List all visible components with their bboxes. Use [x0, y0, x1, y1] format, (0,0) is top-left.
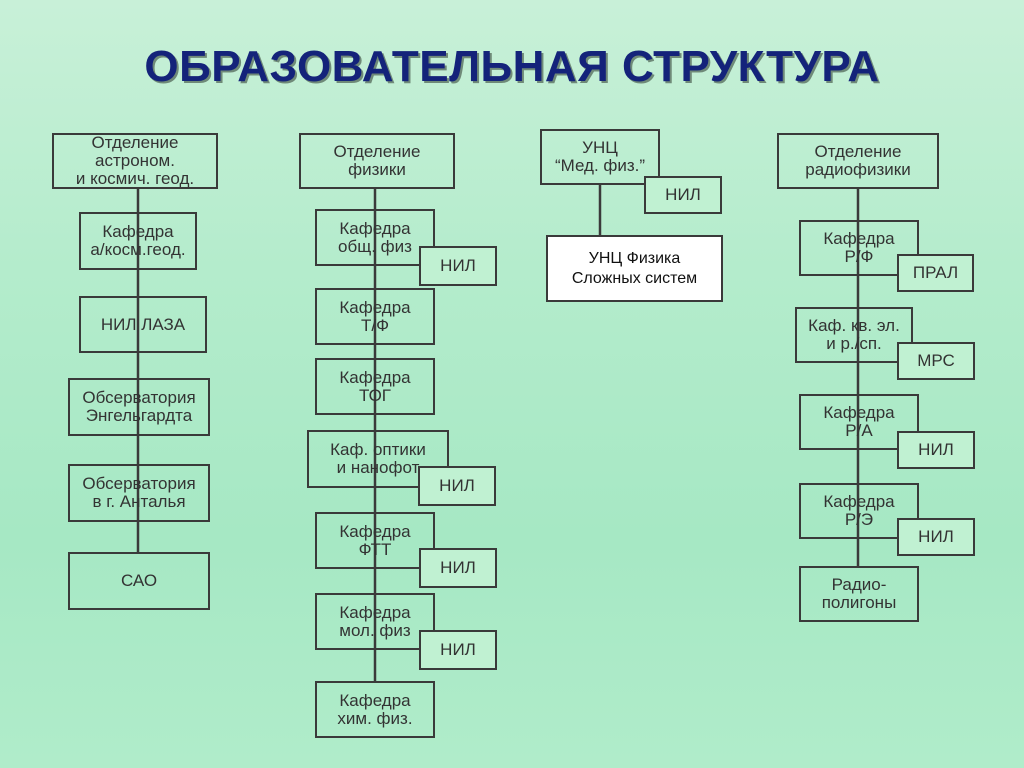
- radiophysics-side-2[interactable]: НИЛ: [897, 431, 975, 469]
- physics-nil-3[interactable]: НИЛ: [419, 630, 497, 670]
- physics-item-6[interactable]: Кафедра хим. физ.: [315, 681, 435, 738]
- physics-nil-2[interactable]: НИЛ: [419, 548, 497, 588]
- physics-item-2[interactable]: Кафедра ТОГ: [315, 358, 435, 415]
- astronomy-item-4[interactable]: САО: [68, 552, 210, 610]
- physics-nil-0[interactable]: НИЛ: [419, 246, 497, 286]
- page-title: ОБРАЗОВАТЕЛЬНАЯ СТРУКТУРА: [144, 42, 880, 91]
- radiophysics-item-1[interactable]: Каф. кв. эл. и р./сп.: [795, 307, 913, 363]
- physics-nil-1[interactable]: НИЛ: [418, 466, 496, 506]
- radiophysics-side-1[interactable]: МРС: [897, 342, 975, 380]
- med-phys-nil-box[interactable]: НИЛ: [644, 176, 722, 214]
- dept-radiophysics-box[interactable]: Отделение радиофизики: [777, 133, 939, 189]
- physics-item-4[interactable]: Кафедра ФТТ: [315, 512, 435, 569]
- radiophysics-item-2[interactable]: Кафедра Р/А: [799, 394, 919, 450]
- radiophysics-side-3[interactable]: НИЛ: [897, 518, 975, 556]
- radiophysics-item-4[interactable]: Радио- полигоны: [799, 566, 919, 622]
- dept-physics-box[interactable]: Отделение физики: [299, 133, 455, 189]
- astronomy-item-2[interactable]: Обсерватория Энгельгардта: [68, 378, 210, 436]
- physics-item-1[interactable]: Кафедра Т/Ф: [315, 288, 435, 345]
- radiophysics-item-0[interactable]: Кафедра Р/Ф: [799, 220, 919, 276]
- radiophysics-item-3[interactable]: Кафедра Р/Э: [799, 483, 919, 539]
- astronomy-item-1[interactable]: НИЛ ЛАЗА: [79, 296, 207, 353]
- physics-item-5[interactable]: Кафедра мол. физ: [315, 593, 435, 650]
- complex-systems-center-box[interactable]: УНЦ Физика Сложных систем: [546, 235, 723, 302]
- astronomy-item-0[interactable]: Кафедра а/косм.геод.: [79, 212, 197, 270]
- radiophysics-side-0[interactable]: ПРАЛ: [897, 254, 974, 292]
- astronomy-item-3[interactable]: Обсерватория в г. Анталья: [68, 464, 210, 522]
- dept-astronomy-box[interactable]: Отделение астроном. и космич. геод.: [52, 133, 218, 189]
- med-phys-center-box[interactable]: УНЦ “Мед. физ.”: [540, 129, 660, 185]
- physics-item-0[interactable]: Кафедра общ. физ: [315, 209, 435, 266]
- physics-item-3[interactable]: Каф. оптики и нанофот: [307, 430, 449, 488]
